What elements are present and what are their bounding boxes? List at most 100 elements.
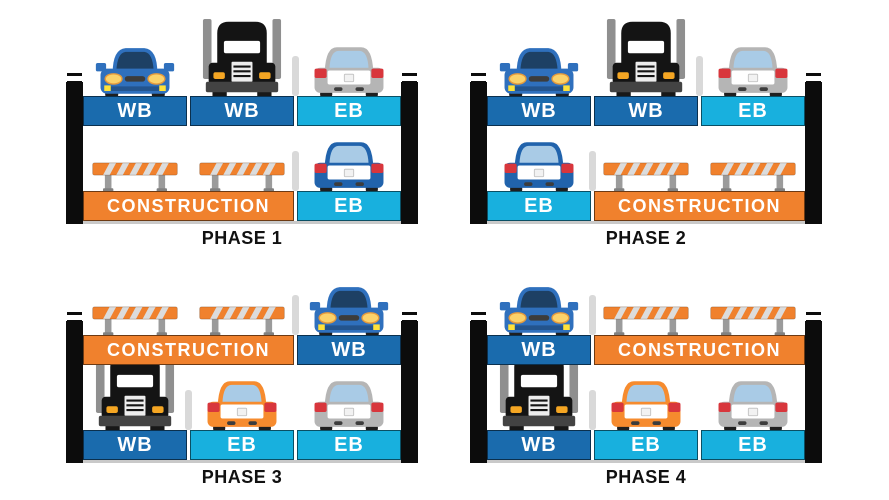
construction-barricade-icon — [198, 305, 286, 337]
blue-car-front-icon — [498, 282, 580, 337]
lane-label: WB — [224, 100, 260, 122]
lane-bar-eb: EB — [594, 430, 698, 460]
lane-bar-wb: WB — [297, 335, 401, 365]
abutment-post-cap-left — [67, 73, 82, 84]
construction-barricade-icon — [602, 305, 690, 337]
lane-label: WB — [331, 339, 367, 361]
deck-baseline — [72, 460, 412, 463]
phase-4-panel: WB CONSTRUCTION — [470, 255, 822, 491]
abutment-post-left — [470, 82, 487, 224]
gray-car-rear-icon — [712, 377, 794, 432]
abutment-post-right — [401, 82, 418, 224]
abutment-post-left — [66, 82, 83, 224]
semi-truck-front-icon — [196, 18, 288, 98]
lane-label: EB — [631, 434, 661, 456]
lane-label: WB — [521, 339, 557, 361]
construction-barricade-icon — [709, 305, 797, 337]
lane-bar-construction: CONSTRUCTION — [83, 335, 294, 365]
phase-label: PHASE 2 — [605, 228, 687, 248]
lane-label: CONSTRUCTION — [618, 196, 781, 216]
lane-label: EB — [524, 195, 554, 217]
lane-divider-post — [185, 390, 192, 430]
abutment-post-right — [805, 321, 822, 463]
lane-divider-post — [696, 56, 703, 96]
abutment-post-cap-right — [806, 73, 821, 84]
lane-divider-post — [589, 390, 596, 430]
lane-bar-wb: WB — [190, 96, 294, 126]
lane-bar-wb: WB — [83, 430, 187, 460]
semi-truck-front-icon — [493, 352, 585, 432]
phase-label: PHASE 1 — [201, 228, 283, 248]
lane-label: WB — [117, 100, 153, 122]
lane-label: CONSTRUCTION — [107, 196, 270, 216]
phase-3-panel: CONSTRUCTION WB — [66, 255, 418, 491]
lane-label: CONSTRUCTION — [618, 340, 781, 360]
phase-1-panel: WB WB EB — [66, 16, 418, 252]
lane-bar-eb: EB — [487, 191, 591, 221]
gray-car-rear-icon — [712, 43, 794, 98]
lane-divider-post — [292, 56, 299, 96]
construction-barricade-icon — [91, 305, 179, 337]
lane-bar-eb: EB — [297, 430, 401, 460]
lane-bar-construction: CONSTRUCTION — [83, 191, 294, 221]
abutment-post-cap-right — [402, 312, 417, 323]
lane-bar-eb: EB — [190, 430, 294, 460]
deck-baseline — [476, 460, 816, 463]
abutment-post-left — [66, 321, 83, 463]
lane-label: WB — [628, 100, 664, 122]
lane-bar-wb: WB — [487, 96, 591, 126]
lane-label: CONSTRUCTION — [107, 340, 270, 360]
deck-baseline — [476, 221, 816, 224]
lane-label: EB — [334, 100, 364, 122]
lane-label: WB — [521, 100, 557, 122]
lane-label: EB — [334, 434, 364, 456]
lane-label: EB — [738, 100, 768, 122]
construction-barricade-icon — [198, 161, 286, 193]
phase-label: PHASE 4 — [605, 467, 687, 487]
abutment-post-cap-left — [67, 312, 82, 323]
lane-label: EB — [227, 434, 257, 456]
construction-barricade-icon — [602, 161, 690, 193]
blue-car-front-icon — [94, 43, 176, 98]
construction-barricade-icon — [91, 161, 179, 193]
lane-label: EB — [334, 195, 364, 217]
lane-bar-eb: EB — [701, 96, 805, 126]
lane-divider-post — [589, 151, 596, 191]
deck-baseline — [72, 221, 412, 224]
darkblue-car-rear-icon — [308, 138, 390, 193]
abutment-post-left — [470, 321, 487, 463]
lane-divider-post — [589, 295, 596, 335]
semi-truck-front-icon — [89, 352, 181, 432]
gray-car-rear-icon — [308, 377, 390, 432]
semi-truck-front-icon — [600, 18, 692, 98]
construction-barricade-icon — [709, 161, 797, 193]
abutment-post-right — [805, 82, 822, 224]
abutment-post-right — [401, 321, 418, 463]
lane-bar-construction: CONSTRUCTION — [594, 191, 805, 221]
darkblue-car-rear-icon — [498, 138, 580, 193]
abutment-post-cap-left — [471, 312, 486, 323]
gray-car-rear-icon — [308, 43, 390, 98]
lane-bar-construction: CONSTRUCTION — [594, 335, 805, 365]
lane-bar-wb: WB — [594, 96, 698, 126]
lane-label: WB — [521, 434, 557, 456]
orange-car-rear-icon — [201, 377, 283, 432]
abutment-post-cap-right — [806, 312, 821, 323]
lane-label: WB — [117, 434, 153, 456]
abutment-post-cap-left — [471, 73, 486, 84]
abutment-post-cap-right — [402, 73, 417, 84]
lane-bar-eb: EB — [297, 96, 401, 126]
phase-label: PHASE 3 — [201, 467, 283, 487]
blue-car-front-icon — [498, 43, 580, 98]
lane-label: EB — [738, 434, 768, 456]
lane-bar-wb: WB — [487, 335, 591, 365]
phase-2-panel: WB WB EB — [470, 16, 822, 252]
blue-car-front-icon — [308, 282, 390, 337]
lane-divider-post — [292, 295, 299, 335]
orange-car-rear-icon — [605, 377, 687, 432]
lane-bar-wb: WB — [487, 430, 591, 460]
lane-bar-eb: EB — [297, 191, 401, 221]
lane-divider-post — [292, 151, 299, 191]
lane-bar-eb: EB — [701, 430, 805, 460]
